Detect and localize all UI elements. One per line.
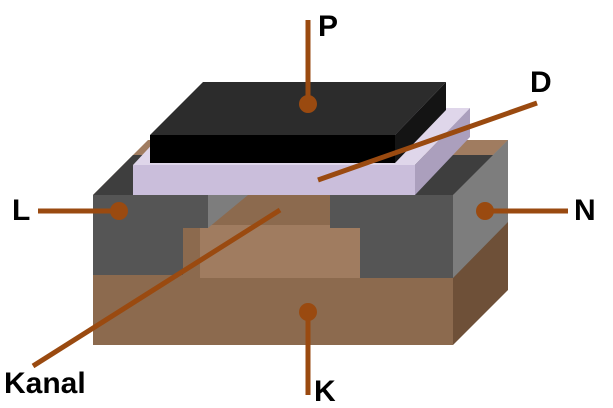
leader-line-kanal [31,207,282,369]
gate-side-face [395,82,446,163]
gate-top-face [150,82,446,135]
leader-lines [31,20,568,395]
leader-line-d [317,100,538,183]
label-kanal: Kanal [4,367,86,400]
label-d: D [530,66,552,99]
leader-dot-l [110,202,128,220]
gate-plate [150,82,446,163]
label-n: N [574,194,596,227]
label-p: P [318,10,338,43]
leader-dot-p [299,95,317,113]
oxide-front-face [133,165,415,195]
leader-dot-k [299,303,317,321]
leader-dot-n [476,202,494,220]
gate-front-face [150,135,395,163]
right-region-front-face [330,195,453,278]
channel-region [200,225,360,278]
label-k: K [314,375,336,408]
label-l: L [12,194,30,227]
